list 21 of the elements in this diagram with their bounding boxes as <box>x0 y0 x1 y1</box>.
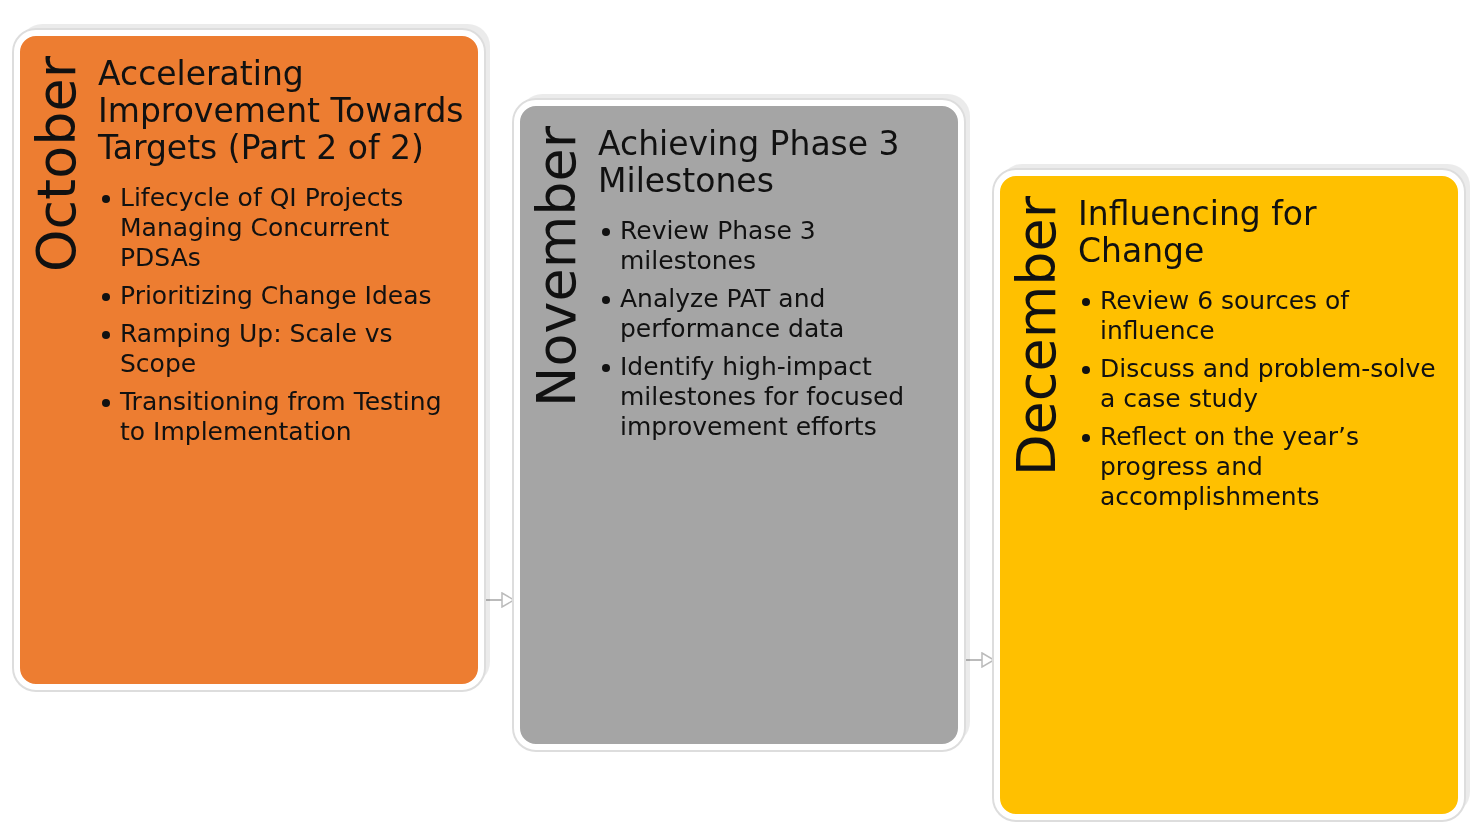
month-label: October <box>30 56 84 273</box>
arrow <box>963 652 995 668</box>
bullet-item: Lifecycle of QI Projects Managing Concurrent PDSAs <box>120 182 405 273</box>
panel-heading: Influencing for Change <box>1078 196 1318 270</box>
bullet-item: Transitioning from Testing to Implementation <box>120 386 443 447</box>
month-label: November <box>530 126 584 407</box>
month-panel <box>514 100 964 750</box>
bullet-item: Reflect on the year’s progress and accomplishments <box>1100 421 1361 512</box>
bullet-item: Ramping Up: Scale vs Scope <box>120 318 394 379</box>
arrow <box>483 592 515 608</box>
bullet-item: Review Phase 3 milestones <box>620 215 817 276</box>
bullet-item: Review 6 sources of influence <box>1100 285 1351 346</box>
bullet-item: Discuss and problem-solve a case study <box>1100 353 1437 414</box>
month-panel <box>14 30 484 690</box>
panel-heading: Achieving Phase 3 Milestones <box>598 126 901 200</box>
bullet-item: Identify high-impact milestones for focused improvement efforts <box>620 351 906 442</box>
bullet-item: Prioritizing Change Ideas <box>120 280 433 311</box>
month-label: December <box>1010 196 1064 477</box>
bullet-item: Analyze PAT and performance data <box>620 283 846 344</box>
panel-heading: Accelerating Improvement Towards Targets (Part 2 of 2) <box>98 56 464 167</box>
month-panel <box>994 170 1464 820</box>
